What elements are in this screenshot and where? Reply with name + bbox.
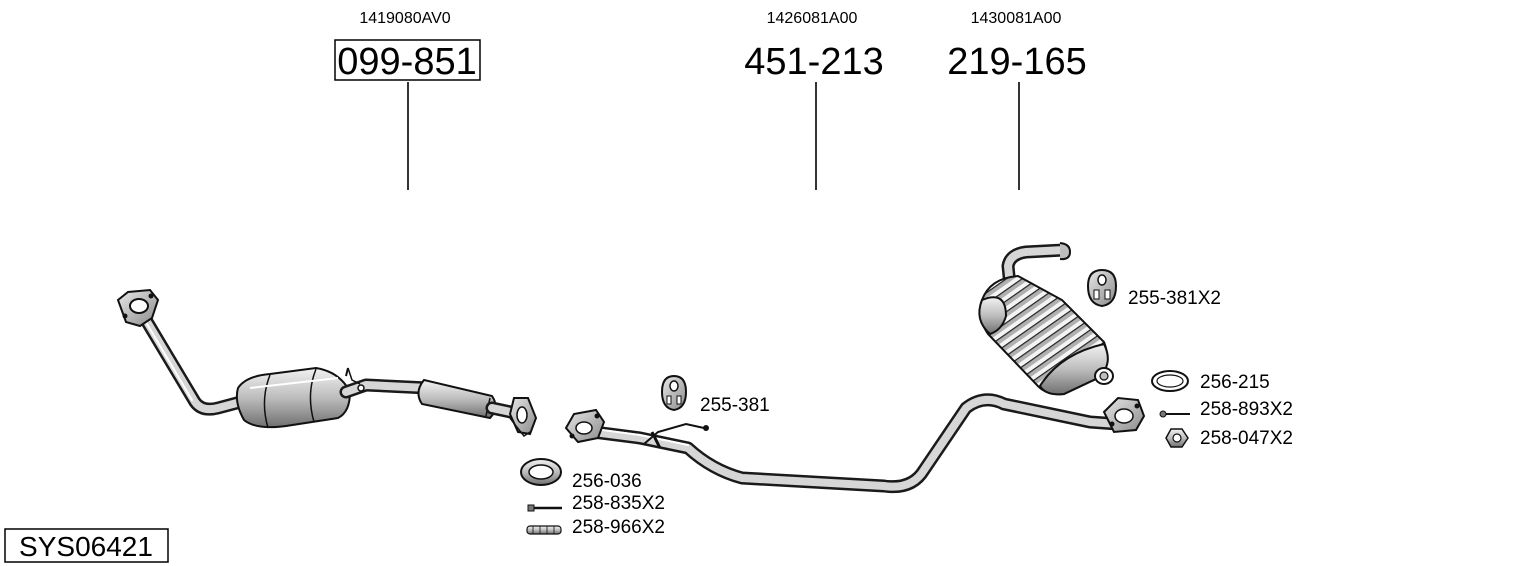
accessory-middle-hanger[interactable]: 255-381 — [660, 374, 770, 416]
catalytic-converter-assembly[interactable] — [116, 288, 538, 438]
accessory-code: 258-893X2 — [1200, 399, 1293, 420]
accessory-code: 256-036 — [572, 471, 642, 492]
accessory-code: 258-835X2 — [572, 493, 665, 514]
oem-number: 1419080AV0 — [359, 10, 450, 27]
intermediate-front-flange-icon — [564, 408, 606, 444]
front-resonator-icon — [417, 378, 497, 420]
accessory-code: 255-381 — [700, 395, 770, 416]
main-part-1[interactable]: 1419080AV0 099-851 — [334, 10, 481, 190]
bolt-icon — [527, 504, 562, 512]
spring-icon — [526, 525, 562, 535]
accessory-code: 255-381X2 — [1128, 288, 1221, 309]
accessory-code: 256-215 — [1200, 372, 1270, 393]
rear-silencer[interactable] — [978, 242, 1114, 396]
cat-rear-flange-icon — [508, 397, 538, 436]
part-number: 099-851 — [337, 41, 476, 83]
part-number-box — [334, 39, 481, 81]
flat-gasket-icon — [1151, 370, 1189, 392]
silencer-body-icon — [978, 274, 1114, 396]
rubber-hanger-icon — [660, 374, 688, 412]
system-code-box — [4, 528, 169, 563]
oem-number: 1430081A00 — [971, 10, 1062, 27]
accessory-item[interactable]: 258-966X2 — [526, 517, 665, 538]
catalyst-body-icon — [235, 366, 352, 429]
nut-icon — [1165, 428, 1189, 448]
oem-number: 1426081A00 — [767, 10, 858, 27]
accessory-front-group[interactable]: 256-036 258-835X2 258-966X2 — [520, 458, 665, 538]
rubber-hanger-icon — [1086, 268, 1118, 308]
front-flange-icon — [116, 288, 160, 328]
part-number: 451-213 — [744, 41, 883, 83]
main-part-2[interactable]: 1426081A00 451-213 — [744, 10, 884, 190]
system-code: SYS06421 — [19, 531, 153, 562]
main-part-3[interactable]: 1430081A00 219-165 — [947, 10, 1087, 190]
accessory-rear-group[interactable]: 256-215 258-893X2 258-047X2 — [1151, 370, 1293, 449]
accessory-code: 258-966X2 — [572, 517, 665, 538]
bolt-icon — [1159, 410, 1190, 418]
intermediate-pipe[interactable] — [564, 393, 1146, 494]
accessory-item[interactable]: 258-893X2 — [1159, 399, 1293, 420]
accessory-item[interactable]: 256-215 — [1151, 370, 1270, 393]
accessory-item[interactable]: 258-835X2 — [527, 493, 665, 514]
part-number: 219-165 — [947, 41, 1086, 83]
accessory-code: 258-047X2 — [1200, 428, 1293, 449]
accessory-item[interactable]: 258-047X2 — [1165, 428, 1293, 449]
system-code-label: SYS06421 — [4, 528, 169, 563]
gasket-ring-icon — [520, 458, 562, 486]
intermediate-rear-flange-icon — [1102, 396, 1146, 434]
accessory-rear-hanger[interactable]: 255-381X2 — [1086, 268, 1221, 309]
accessory-item[interactable]: 256-036 — [520, 458, 642, 492]
